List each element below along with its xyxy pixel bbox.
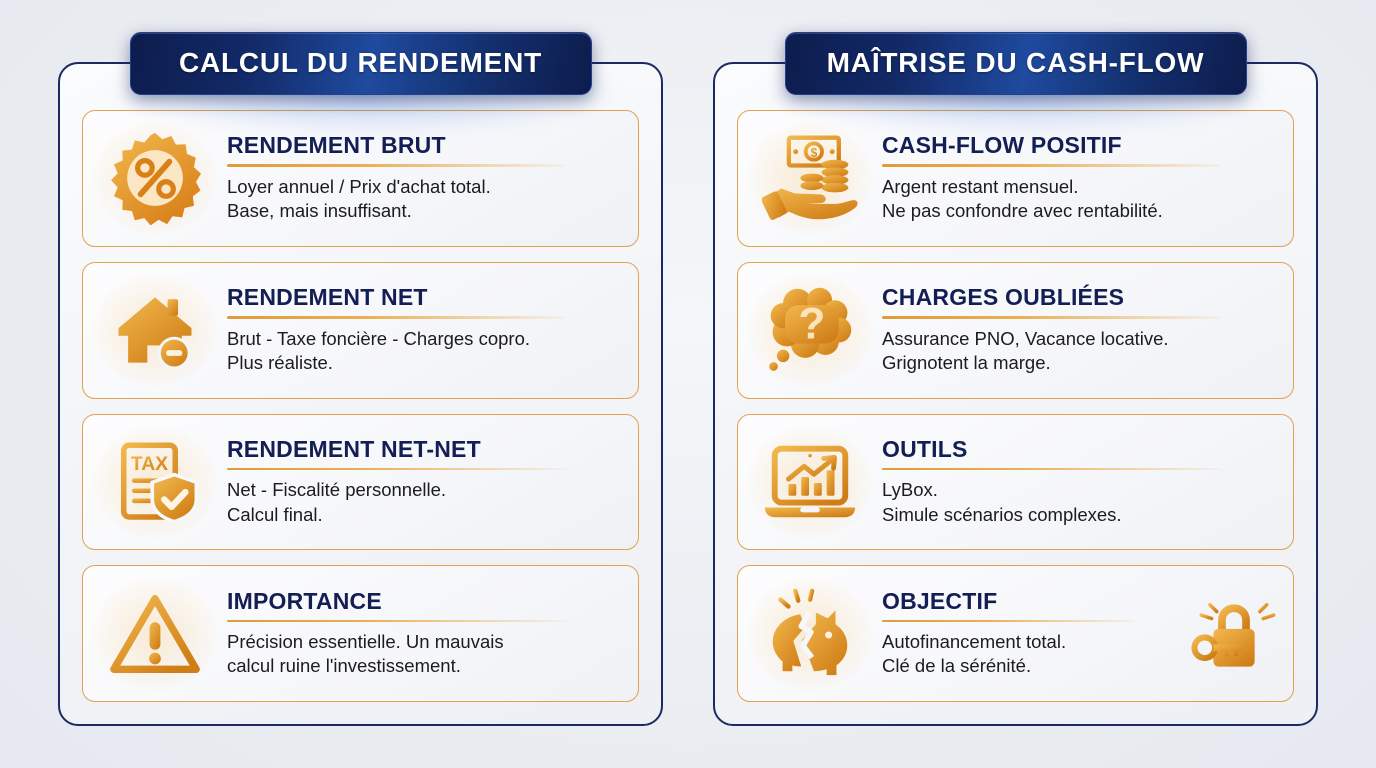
card-title: OUTILS <box>882 435 968 462</box>
card-body: OBJECTIF Autofinancement total. Clé de l… <box>882 587 1177 679</box>
card-line-2: Base, mais insuffisant. <box>227 200 412 222</box>
svg-text:TAX: TAX <box>131 454 168 475</box>
laptop-chart-icon <box>746 423 874 541</box>
card-title: CHARGES OUBLIÉES <box>882 284 1125 311</box>
card-line-1: LyBox. <box>882 479 938 501</box>
card-line-2: Grignotent la marge. <box>882 351 1051 373</box>
card-rendement-net[interactable]: RENDEMENT NET Brut - Taxe foncière - Cha… <box>82 261 639 399</box>
card-line-2: Plus réaliste. <box>227 351 333 373</box>
card-line-1: Argent restant mensuel. <box>882 175 1079 197</box>
thought-bubble-question-icon: ? <box>746 271 874 389</box>
panel-header-badge-left: CALCUL DU RENDEMENT <box>129 32 592 95</box>
card-charges-oubliees[interactable]: ? CHARGES OUBLIÉES Assurance PNO, Vacanc… <box>737 261 1294 399</box>
card-title: RENDEMENT BRUT <box>227 132 446 159</box>
card-line-2: Calcul final. <box>227 503 323 525</box>
card-objectif[interactable]: OBJECTIF Autofinancement total. Clé de l… <box>737 565 1294 702</box>
title-underline <box>882 316 1220 319</box>
percent-badge-icon <box>91 119 219 237</box>
panel-header-title: MAÎTRISE DU CASH-FLOW <box>826 47 1205 78</box>
tax-document-shield-icon: TAX <box>91 423 219 541</box>
warning-triangle-icon <box>91 575 219 693</box>
card-title: RENDEMENT NET-NET <box>227 435 481 462</box>
card-line-1: Autofinancement total. <box>882 631 1067 653</box>
card-line-2: Ne pas confondre avec rentabilité. <box>882 200 1163 222</box>
card-body: RENDEMENT BRUT Loyer annuel / Prix d'ach… <box>227 133 622 223</box>
card-line-1: Brut - Taxe foncière - Charges copro. <box>227 327 530 349</box>
title-underline <box>882 164 1220 167</box>
card-rendement-brut[interactable]: RENDEMENT BRUT Loyer annuel / Prix d'ach… <box>82 110 639 247</box>
title-underline <box>882 619 1134 623</box>
card-title: OBJECTIF <box>882 587 998 614</box>
card-importance[interactable]: IMPORTANCE Précision essentielle. Un mau… <box>82 565 639 702</box>
panel-header-badge-right: MAÎTRISE DU CASH-FLOW <box>784 32 1247 95</box>
svg-text:?: ? <box>798 300 825 349</box>
card-title: CASH-FLOW POSITIF <box>882 132 1122 159</box>
card-outils[interactable]: OUTILS LyBox. Simule scénarios complexes… <box>737 413 1294 551</box>
card-line-2: Clé de la sérénité. <box>882 655 1032 677</box>
card-title: RENDEMENT NET <box>227 284 428 311</box>
card-rendement-net-net[interactable]: TAX RENDEMENT NET-NET Net - Fiscalité pe… <box>82 413 639 551</box>
title-underline <box>227 467 565 471</box>
card-body: OUTILS LyBox. Simule scénarios complexes… <box>882 437 1277 527</box>
broken-piggy-bank-icon <box>746 575 874 693</box>
card-body: RENDEMENT NET Brut - Taxe foncière - Cha… <box>227 285 622 375</box>
card-line-1: Loyer annuel / Prix d'achat total. <box>227 175 491 197</box>
card-title: IMPORTANCE <box>227 587 382 614</box>
card-line-1: Assurance PNO, Vacance locative. <box>882 327 1169 349</box>
house-minus-icon <box>91 271 219 389</box>
card-line-2: calcul ruine l'investissement. <box>227 655 461 677</box>
card-body: CHARGES OUBLIÉES Assurance PNO, Vacance … <box>882 285 1277 375</box>
svg-text:$: $ <box>810 146 817 160</box>
title-underline <box>882 467 1220 471</box>
card-line-1: Net - Fiscalité personnelle. <box>227 479 447 501</box>
card-body: IMPORTANCE Précision essentielle. Un mau… <box>227 587 622 679</box>
title-underline <box>227 316 565 319</box>
card-line-2: Simule scénarios complexes. <box>882 503 1122 525</box>
hand-money-icon: $ <box>746 119 874 237</box>
panel-calcul-du-rendement: CALCUL DU RENDEMENT <box>58 32 663 726</box>
card-body: RENDEMENT NET-NET Net - Fiscalité person… <box>227 437 622 527</box>
padlock-key-icon <box>1191 591 1277 677</box>
card-body: CASH-FLOW POSITIF Argent restant mensuel… <box>882 133 1277 223</box>
panel-header-title: CALCUL DU RENDEMENT <box>178 47 543 78</box>
card-cash-flow-positif[interactable]: $ CASH-FLOW POSITIF Argent restant mensu… <box>737 110 1294 247</box>
title-underline <box>227 164 565 167</box>
panel-maitrise-du-cash-flow: MAÎTRISE DU CASH-FLOW $ <box>713 32 1318 726</box>
card-line-1: Précision essentielle. Un mauvais <box>227 631 504 653</box>
title-underline <box>227 619 565 623</box>
